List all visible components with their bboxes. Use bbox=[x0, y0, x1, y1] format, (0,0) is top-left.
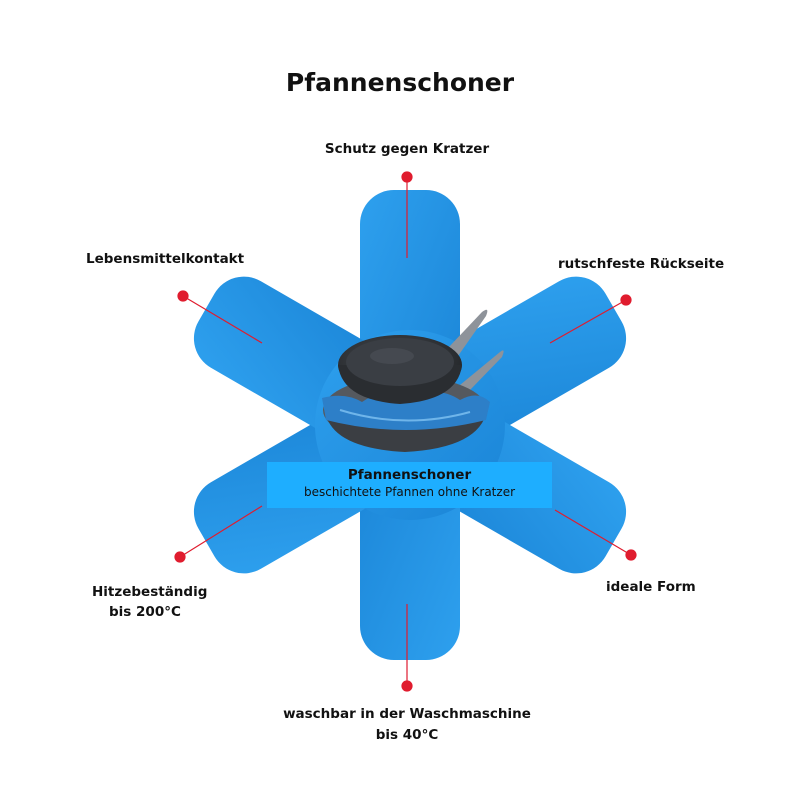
label-ideal-shape: ideale Form bbox=[606, 579, 696, 595]
label-food-contact: Lebensmittelkontakt bbox=[86, 251, 245, 267]
callout-markers bbox=[174, 171, 637, 692]
marker-dot-bottom bbox=[401, 680, 413, 692]
marker-dot-upper-right bbox=[620, 294, 632, 306]
marker-dot-upper-left bbox=[177, 290, 189, 302]
center-box-title: Pfannenschoner bbox=[347, 467, 472, 483]
page-title: Pfannenschoner bbox=[285, 68, 515, 97]
center-box-subtitle: beschichtete Pfannen ohne Kratzer bbox=[303, 485, 516, 499]
marker-dot-lower-left bbox=[174, 551, 186, 563]
label-machine-washable: waschbar in der Waschmaschine bbox=[283, 706, 531, 722]
label-scratch-protection: Schutz gegen Kratzer bbox=[324, 141, 490, 157]
label-wash-temp: bis 40°C bbox=[375, 727, 439, 743]
label-heat-resistant: Hitzebeständig bbox=[92, 584, 208, 600]
marker-dot-lower-right bbox=[625, 549, 637, 561]
label-non-slip-back: rutschfeste Rückseite bbox=[558, 256, 725, 272]
marker-dot-top bbox=[401, 171, 413, 183]
label-heat-resistant-temp: bis 200°C bbox=[109, 604, 181, 620]
pan-stack-icon bbox=[322, 309, 504, 452]
center-info-box: Pfannenschoner beschichtete Pfannen ohne… bbox=[267, 462, 552, 508]
